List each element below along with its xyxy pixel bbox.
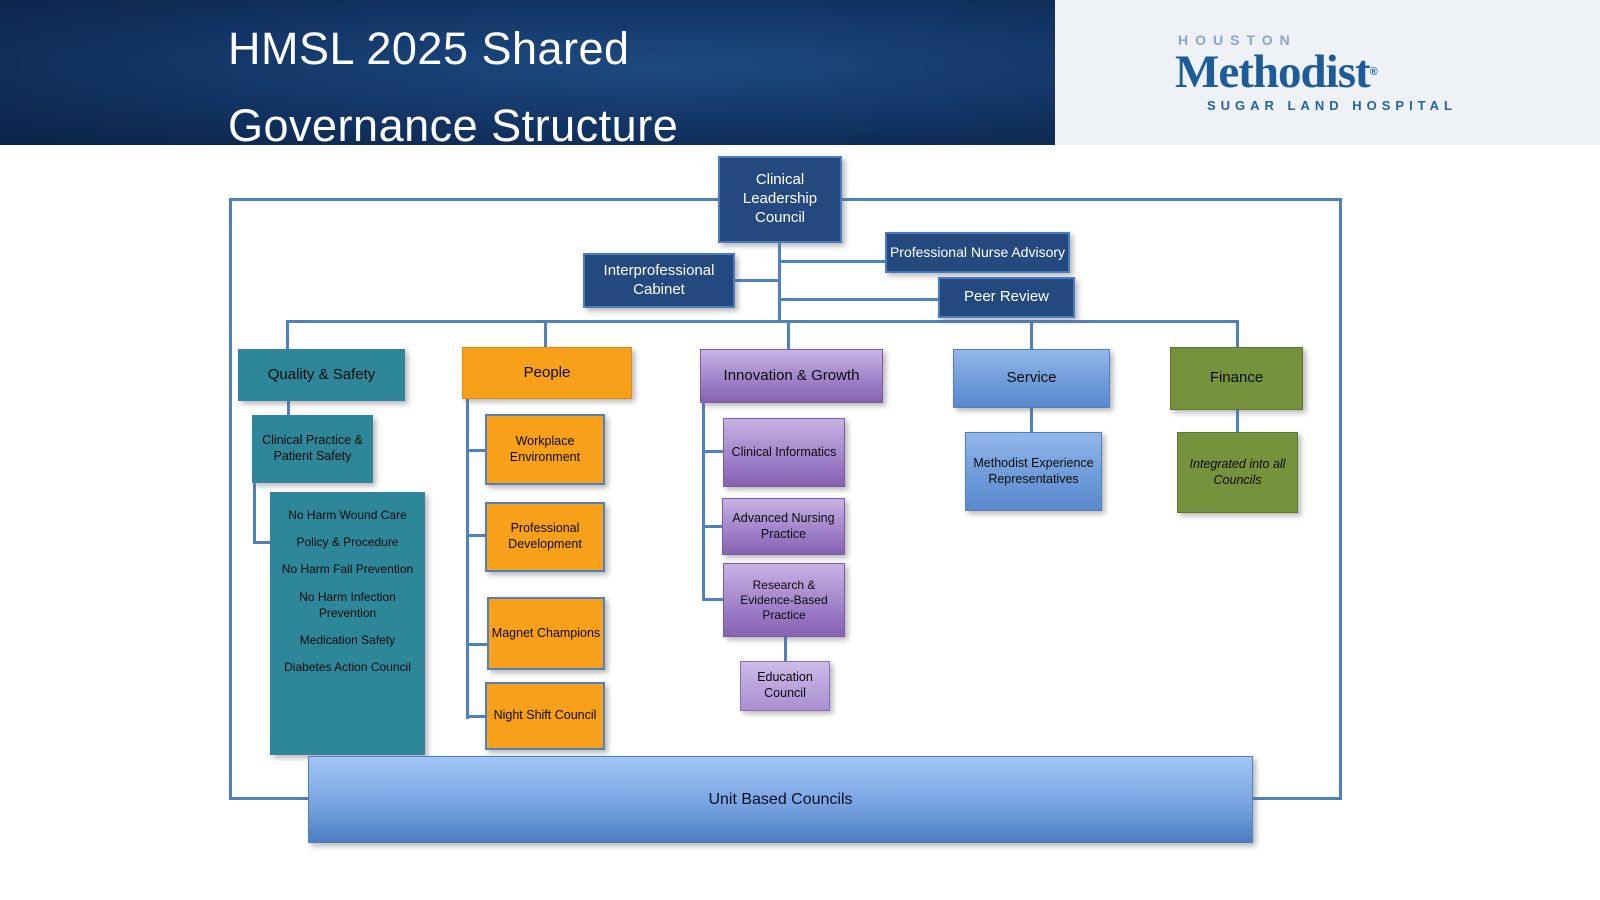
connector-tick-informatics xyxy=(702,450,724,453)
connector-tick-workplace xyxy=(466,449,486,452)
logo-panel: HOUSTON Methodist® SUGAR LAND HOSPITAL xyxy=(1055,0,1600,145)
connector-peer-review xyxy=(779,298,938,301)
connector-drop-service xyxy=(1030,320,1033,349)
connector-drop-finance xyxy=(1236,320,1239,347)
node-methodist-experience-representatives: Methodist Experience Representatives xyxy=(965,432,1102,511)
connector-branch-bar xyxy=(286,320,1239,323)
node-interprofessional-cabinet: Interprofessional Cabinet xyxy=(583,253,735,308)
connector-tick-magnet xyxy=(466,643,488,646)
header-band: HMSL 2025 Shared Governance Structure xyxy=(0,0,1055,151)
connector-people-spine xyxy=(466,399,469,719)
registered-mark-icon: ® xyxy=(1369,66,1378,78)
connector-tick-profdev xyxy=(466,534,486,537)
node-pillar-finance: Finance xyxy=(1170,347,1303,410)
node-clinical-practice-patient-safety: Clinical Practice & Patient Safety xyxy=(252,415,373,483)
node-unit-based-councils: Unit Based Councils xyxy=(308,756,1253,843)
connector-tick-research xyxy=(702,598,724,601)
connector-cpps-bracket-h xyxy=(253,541,272,544)
connector-service-mer xyxy=(1030,408,1033,433)
node-quality-subcouncil-list: No Harm Wound Care Policy & Procedure No… xyxy=(270,492,425,755)
node-workplace-environment: Workplace Environment xyxy=(485,414,605,485)
node-magnet-champions: Magnet Champions xyxy=(487,597,605,670)
connector-clc-spine xyxy=(778,243,781,322)
node-education-council: Education Council xyxy=(740,661,830,711)
list-item: No Harm Infection Prevention xyxy=(299,589,396,620)
node-professional-nurse-advisory: Professional Nurse Advisory xyxy=(885,232,1070,273)
connector-drop-people xyxy=(544,320,547,347)
connector-cabinet xyxy=(735,279,781,282)
connector-cpps-bracket-v xyxy=(253,483,256,544)
connector-finance-integrated xyxy=(1236,410,1239,433)
connector-tick-anp xyxy=(702,525,723,528)
connector-tick-nightshift xyxy=(466,715,486,718)
hospital-logo: HOUSTON Methodist® SUGAR LAND HOSPITAL xyxy=(1175,32,1457,113)
node-advanced-nursing-practice: Advanced Nursing Practice xyxy=(722,498,845,555)
list-item: No Harm Wound Care xyxy=(288,508,407,522)
node-pillar-service: Service xyxy=(953,349,1110,408)
list-item: Diabetes Action Council xyxy=(284,660,411,675)
node-pillar-people: People xyxy=(462,347,632,399)
node-peer-review: Peer Review xyxy=(938,277,1075,318)
list-item: Policy & Procedure xyxy=(296,535,399,550)
connector-quality-cpps xyxy=(287,401,290,415)
connector-drop-innovation xyxy=(787,320,790,349)
node-professional-development: Professional Development xyxy=(485,502,605,572)
logo-wordmark: Methodist® xyxy=(1175,46,1378,98)
page-title-line1: HMSL 2025 Shared xyxy=(228,23,630,74)
logo-city: HOUSTON xyxy=(1178,32,1297,48)
connector-drop-quality xyxy=(286,320,289,349)
connector-research-education xyxy=(784,637,787,662)
node-research-evidence-based-practice: Research & Evidence-Based Practice xyxy=(723,563,845,637)
node-clinical-leadership-council: Clinical Leadership Council xyxy=(718,156,842,243)
node-integrated-into-all-councils: Integrated into all Councils xyxy=(1177,432,1298,513)
page-title-line2: Governance Structure xyxy=(228,100,679,151)
node-pillar-innovation-growth: Innovation & Growth xyxy=(700,349,883,403)
node-clinical-informatics: Clinical Informatics xyxy=(723,418,845,487)
connector-nurse-advisory xyxy=(779,260,885,263)
connector-innovation-spine xyxy=(702,403,705,601)
logo-subtitle: SUGAR LAND HOSPITAL xyxy=(1206,98,1457,113)
list-item: No Harm Fall Prevention xyxy=(281,562,414,577)
list-item: Medication Safety xyxy=(299,632,396,647)
page-title: HMSL 2025 Shared Governance Structure xyxy=(228,10,678,164)
node-night-shift-council: Night Shift Council xyxy=(485,682,605,750)
node-pillar-quality-safety: Quality & Safety xyxy=(238,349,405,401)
